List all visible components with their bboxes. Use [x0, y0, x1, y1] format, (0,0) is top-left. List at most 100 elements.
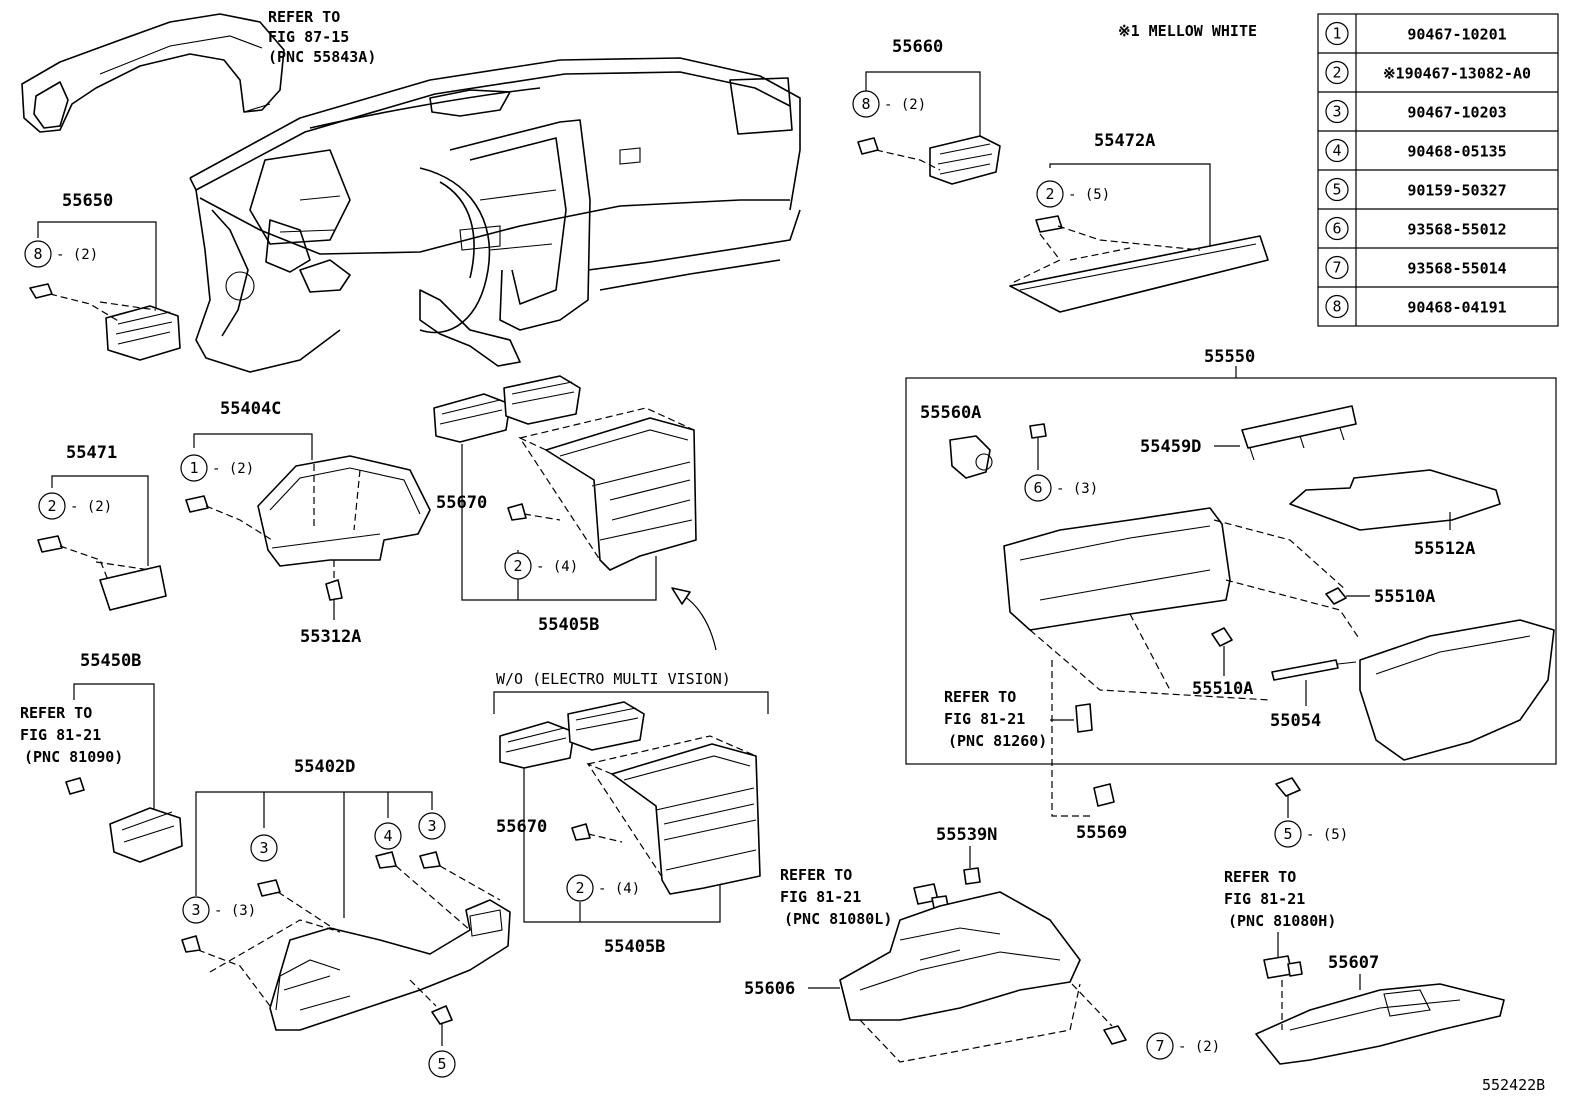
svg-text:(PNC 55843A): (PNC 55843A)	[268, 48, 376, 66]
svg-text:55650: 55650	[62, 191, 113, 211]
callout-number-c1: 1	[189, 459, 198, 477]
callout-number-c2d: 2	[575, 879, 584, 897]
table-row-circle	[1325, 60, 1349, 85]
part-55569: 55569	[1051, 660, 1127, 843]
table-row-circle	[1325, 21, 1349, 46]
table-row-part-number: 90468-05135	[1407, 143, 1506, 161]
svg-text:55569: 55569	[1076, 823, 1127, 843]
callout-quantity-c7: - (2)	[1178, 1039, 1220, 1055]
callouts: 8 - (2) 8 - (2) 2 - (5) 6 - (3) 1 - (2) 2 - (2) 2 - (…	[24, 90, 1348, 1078]
callout-number-c4: 4	[383, 827, 392, 845]
svg-text:REFER TO: REFER TO	[20, 704, 92, 722]
callout-number-c8b: 8	[33, 245, 42, 263]
svg-text:(PNC 81080L): (PNC 81080L)	[784, 910, 892, 928]
svg-text:55471: 55471	[66, 443, 117, 463]
svg-text:55459D: 55459D	[1140, 437, 1201, 457]
table-row-num: 4	[1332, 142, 1341, 160]
svg-text:REFER TO: REFER TO	[944, 688, 1016, 706]
callout-circle-c5a	[1274, 820, 1302, 848]
refer-fig-81-21-pnc-81260: REFER TO FIG 81-21 (PNC 81260)	[944, 688, 1093, 750]
callout-circle-c1	[180, 454, 208, 482]
callout-number-c5a: 5	[1283, 825, 1292, 843]
table-row-part-number: 90159-50327	[1407, 182, 1506, 200]
callout-quantity-c5a: - (5)	[1306, 827, 1348, 843]
svg-text:FIG 81-21: FIG 81-21	[1224, 890, 1305, 908]
table-row-part-number: 93568-55012	[1407, 221, 1506, 239]
callout-number-c8a: 8	[861, 95, 870, 113]
callout-number-c6: 6	[1033, 479, 1042, 497]
table-row-num: 1	[1332, 25, 1341, 43]
svg-text:55510A: 55510A	[1192, 679, 1253, 699]
svg-text:REFER TO: REFER TO	[780, 866, 852, 884]
svg-text:55560A: 55560A	[920, 403, 981, 423]
table-row-num: 5	[1332, 181, 1341, 199]
table-row-num: 2	[1332, 64, 1341, 82]
callout-circle-c2b	[38, 492, 66, 520]
svg-text:55402D: 55402D	[294, 757, 355, 777]
part-55606: 55539N REFER TO FIG 81-21 (PNC 81080L) 5…	[744, 825, 1127, 1063]
svg-text:REFER TO: REFER TO	[1224, 868, 1296, 886]
svg-text:55405B: 55405B	[604, 937, 665, 957]
callout-number-c2b: 2	[47, 497, 56, 515]
svg-text:55404C: 55404C	[220, 399, 281, 419]
part-55472A: 55472A	[1009, 131, 1269, 313]
instrument-panel-drawing	[189, 57, 801, 373]
callout-circle-c8a	[852, 90, 880, 118]
svg-text:W/O (ELECTRO MULTI VISION): W/O (ELECTRO MULTI VISION)	[496, 670, 731, 688]
callout-quantity-c3b: - (3)	[214, 903, 256, 919]
callout-number-c7: 7	[1155, 1037, 1164, 1055]
callout-circle-c2d	[566, 874, 594, 902]
svg-text:55660: 55660	[892, 37, 943, 57]
screw-5-lower-right	[1275, 777, 1301, 818]
svg-text:55510A: 55510A	[1374, 587, 1435, 607]
callout-circle-c3b	[182, 896, 210, 924]
table-row-num: 3	[1332, 103, 1341, 121]
part-55405B-wo-emv: W/O (ELECTRO MULTI VISION) 55670 55405B	[493, 670, 769, 957]
callout-number-c2c: 2	[513, 557, 522, 575]
svg-text:55512A: 55512A	[1414, 539, 1475, 559]
callout-circle-c6	[1024, 474, 1052, 502]
callout-circle-c8b	[24, 240, 52, 268]
callout-circle-c7	[1146, 1032, 1174, 1060]
part-55405B-upper: 55670 55405B	[433, 375, 717, 651]
table-row-num: 8	[1332, 298, 1341, 316]
callout-circle-c5b	[428, 1050, 456, 1078]
side-defroster-duct-drawing	[21, 13, 285, 133]
callout-quantity-c8a: - (2)	[884, 97, 926, 113]
svg-text:55550: 55550	[1204, 347, 1255, 367]
svg-text:55450B: 55450B	[80, 651, 141, 671]
callout-quantity-c2c: - (4)	[536, 559, 578, 575]
svg-text:FIG 87-15: FIG 87-15	[268, 28, 349, 46]
mellow-white-note: ※1 MELLOW WHITE	[1118, 22, 1257, 40]
svg-text:REFER TO: REFER TO	[268, 8, 340, 26]
callout-number-c3b: 3	[191, 901, 200, 919]
callout-quantity-c8b: - (2)	[56, 247, 98, 263]
callout-number-c2a: 2	[1045, 185, 1054, 203]
callout-circle-c3c	[418, 812, 446, 840]
svg-text:55607: 55607	[1328, 953, 1379, 973]
callout-circle-c2a	[1036, 180, 1064, 208]
part-55660: 55660	[857, 37, 1001, 185]
callout-quantity-c6: - (3)	[1056, 481, 1098, 497]
svg-text:55606: 55606	[744, 979, 795, 999]
svg-text:FIG 81-21: FIG 81-21	[20, 726, 101, 744]
svg-text:55539N: 55539N	[936, 825, 997, 845]
part-55404C: 55404C 55312A	[185, 399, 431, 647]
table-row-circle	[1325, 294, 1349, 319]
part-55450B: 55450B REFER TO FIG 81-21 (PNC 81090)	[20, 651, 183, 863]
table-row-circle	[1325, 138, 1349, 163]
callout-quantity-c1: - (2)	[212, 461, 254, 477]
table-row-circle	[1325, 99, 1349, 124]
callout-circle-c4	[374, 822, 402, 850]
table-row-num: 6	[1332, 220, 1341, 238]
table-row-part-number: 90467-10203	[1407, 104, 1506, 122]
table-row-part-number: 90467-10201	[1407, 26, 1506, 44]
callout-circle-c2c	[504, 552, 532, 580]
part-55471: 55471	[37, 443, 167, 611]
table-row-num: 7	[1332, 259, 1341, 277]
callout-quantity-c2d: - (4)	[598, 881, 640, 897]
svg-text:(PNC 81090): (PNC 81090)	[24, 748, 123, 766]
callout-number-c3a: 3	[259, 839, 268, 857]
part-55402D: 55402D	[181, 757, 511, 1046]
